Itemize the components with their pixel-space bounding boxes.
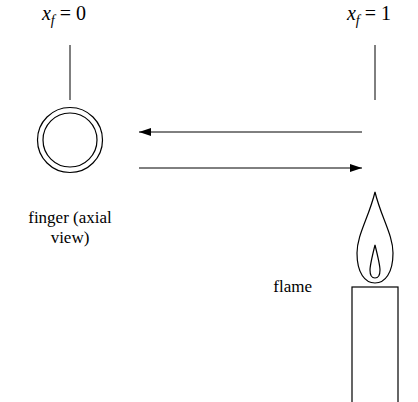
finger-circle: finger (axial view) [37, 107, 103, 173]
position-line [70, 45, 71, 100]
position-label: xf = 1 [347, 2, 391, 29]
flame-outline [355, 105, 397, 287]
position-line [375, 45, 376, 100]
flame-shape: flame [355, 105, 397, 287]
candle-body [352, 287, 398, 402]
flame-label: flame [273, 277, 312, 297]
position-label: xf = 0 [42, 2, 86, 29]
arrow [139, 168, 362, 169]
finger-outline [37, 107, 103, 173]
finger-label: finger (axial view) [15, 208, 125, 248]
arrow [139, 132, 362, 133]
